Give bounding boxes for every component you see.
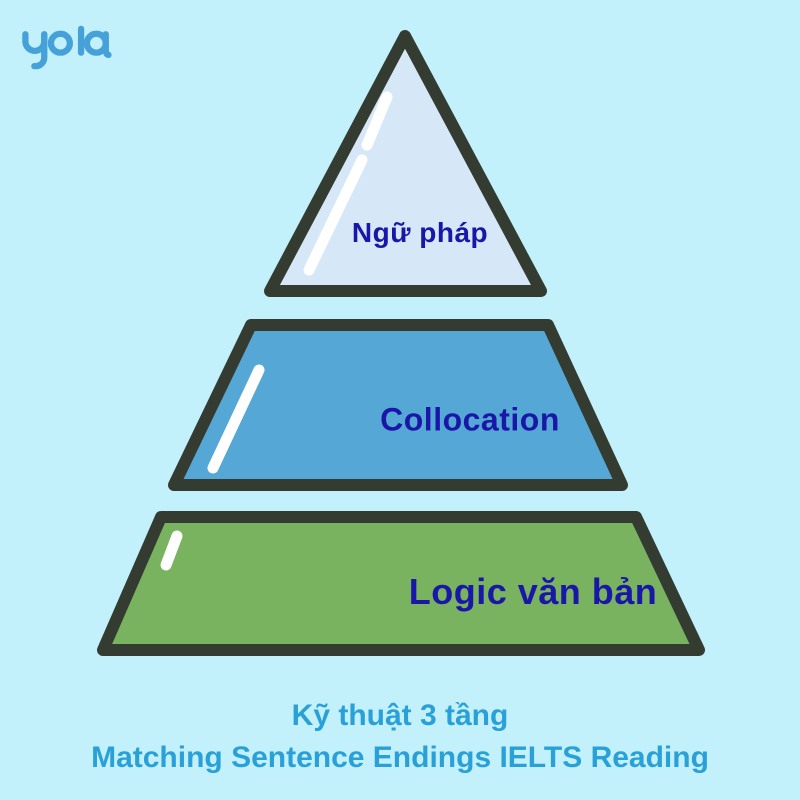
logo-letter-y-tail — [31, 31, 48, 70]
shine-mark-top-2 — [303, 154, 368, 276]
pyramid-tier-bottom-shape — [97, 511, 705, 656]
yola-logo — [20, 25, 117, 77]
caption-line-2: Matching Sentence Endings IELTS Reading — [91, 741, 709, 774]
tier-label-grammar: Ngữ pháp — [351, 217, 489, 248]
logo-letter-a-stem — [102, 31, 112, 59]
shine-mark-top-1 — [361, 91, 393, 151]
tier-label-logic: Logic văn bản — [408, 571, 658, 612]
shine-mark-bottom — [160, 530, 183, 571]
tier-label-collocation: Collocation — [380, 401, 560, 438]
logo-letter-o — [47, 30, 73, 56]
caption: Kỹ thuật 3 tầng Matching Sentence Ending… — [0, 695, 800, 779]
shine-mark-middle — [207, 364, 265, 474]
yola-logo-svg — [22, 25, 112, 70]
pyramid-tier-middle-shape — [168, 319, 628, 491]
pyramid-tier-top-shape — [264, 30, 547, 297]
caption-line-1: Kỹ thuật 3 tầng — [291, 699, 509, 732]
